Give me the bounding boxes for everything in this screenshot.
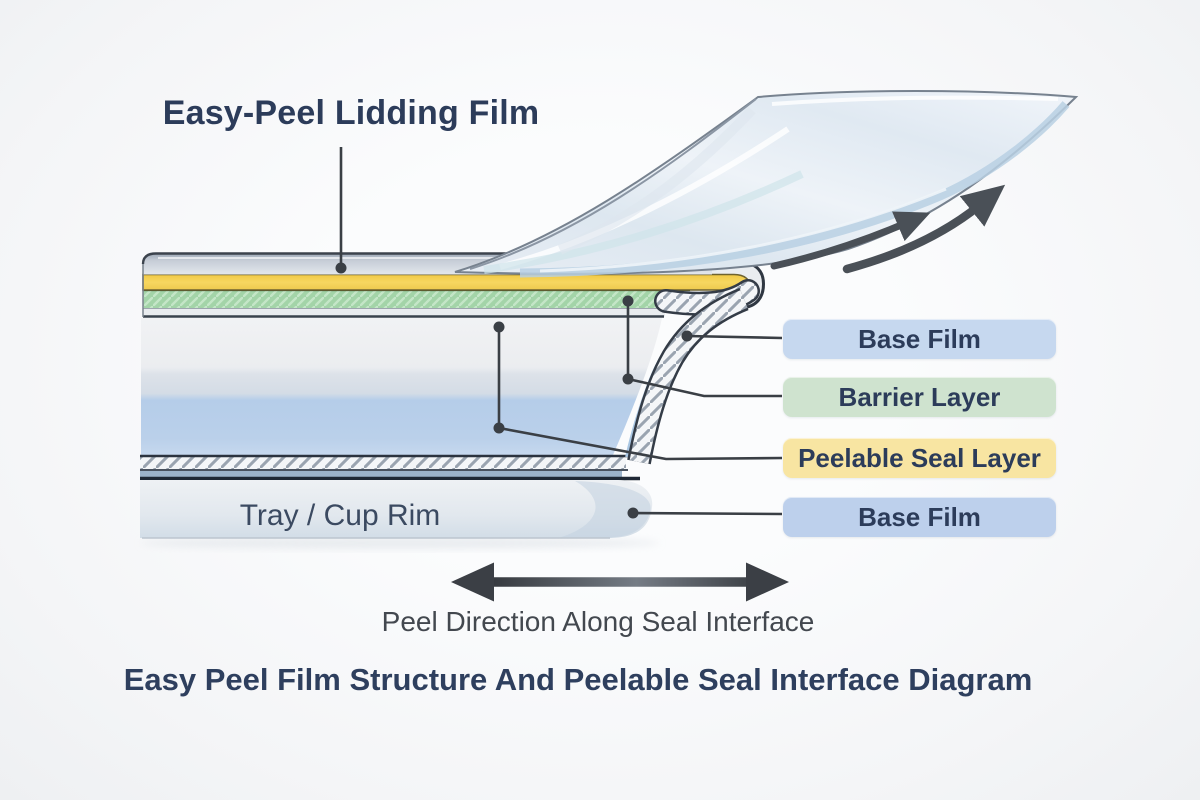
leader-lines [335, 147, 783, 519]
tray-interior [141, 318, 662, 455]
leader-base-film-bottom [632, 511, 783, 516]
leader-peelable-seal [497, 327, 783, 461]
label-base-film-top: Base Film [783, 319, 1056, 359]
arrowhead-left [451, 562, 494, 602]
diagram-caption: Easy Peel Film Structure And Peelable Se… [123, 662, 1033, 697]
leader-base-film-top [686, 334, 783, 340]
label-base-film-bottom: Base Film [783, 497, 1056, 537]
peel-arrows [770, 184, 1006, 274]
peelable-seal-layer [142, 273, 750, 291]
tray-wall-under-strip [140, 471, 622, 478]
tray-wall-bottom-hatch [140, 455, 626, 470]
tray-cup-rim-label: Tray / Cup Rim [239, 499, 441, 532]
peel-arrow-small [770, 211, 931, 270]
barrier-layer [143, 290, 682, 308]
arrowhead-right [746, 562, 789, 602]
label-barrier-layer: Barrier Layer [783, 377, 1056, 417]
tray-rim [140, 480, 653, 538]
seal-interface-strip [143, 308, 665, 317]
diagram-title: Easy-Peel Lidding Film [162, 94, 540, 132]
rim-shadow [140, 537, 660, 549]
label-peelable-seal-layer: Peelable Seal Layer [783, 438, 1056, 478]
peel-direction-label: Peel Direction Along Seal Interface [381, 606, 815, 637]
peel-direction-arrow [451, 562, 789, 602]
leader-barrier-layer [626, 301, 782, 398]
peel-arrow-large [842, 184, 1006, 274]
tray-wall-hatch [629, 290, 748, 464]
